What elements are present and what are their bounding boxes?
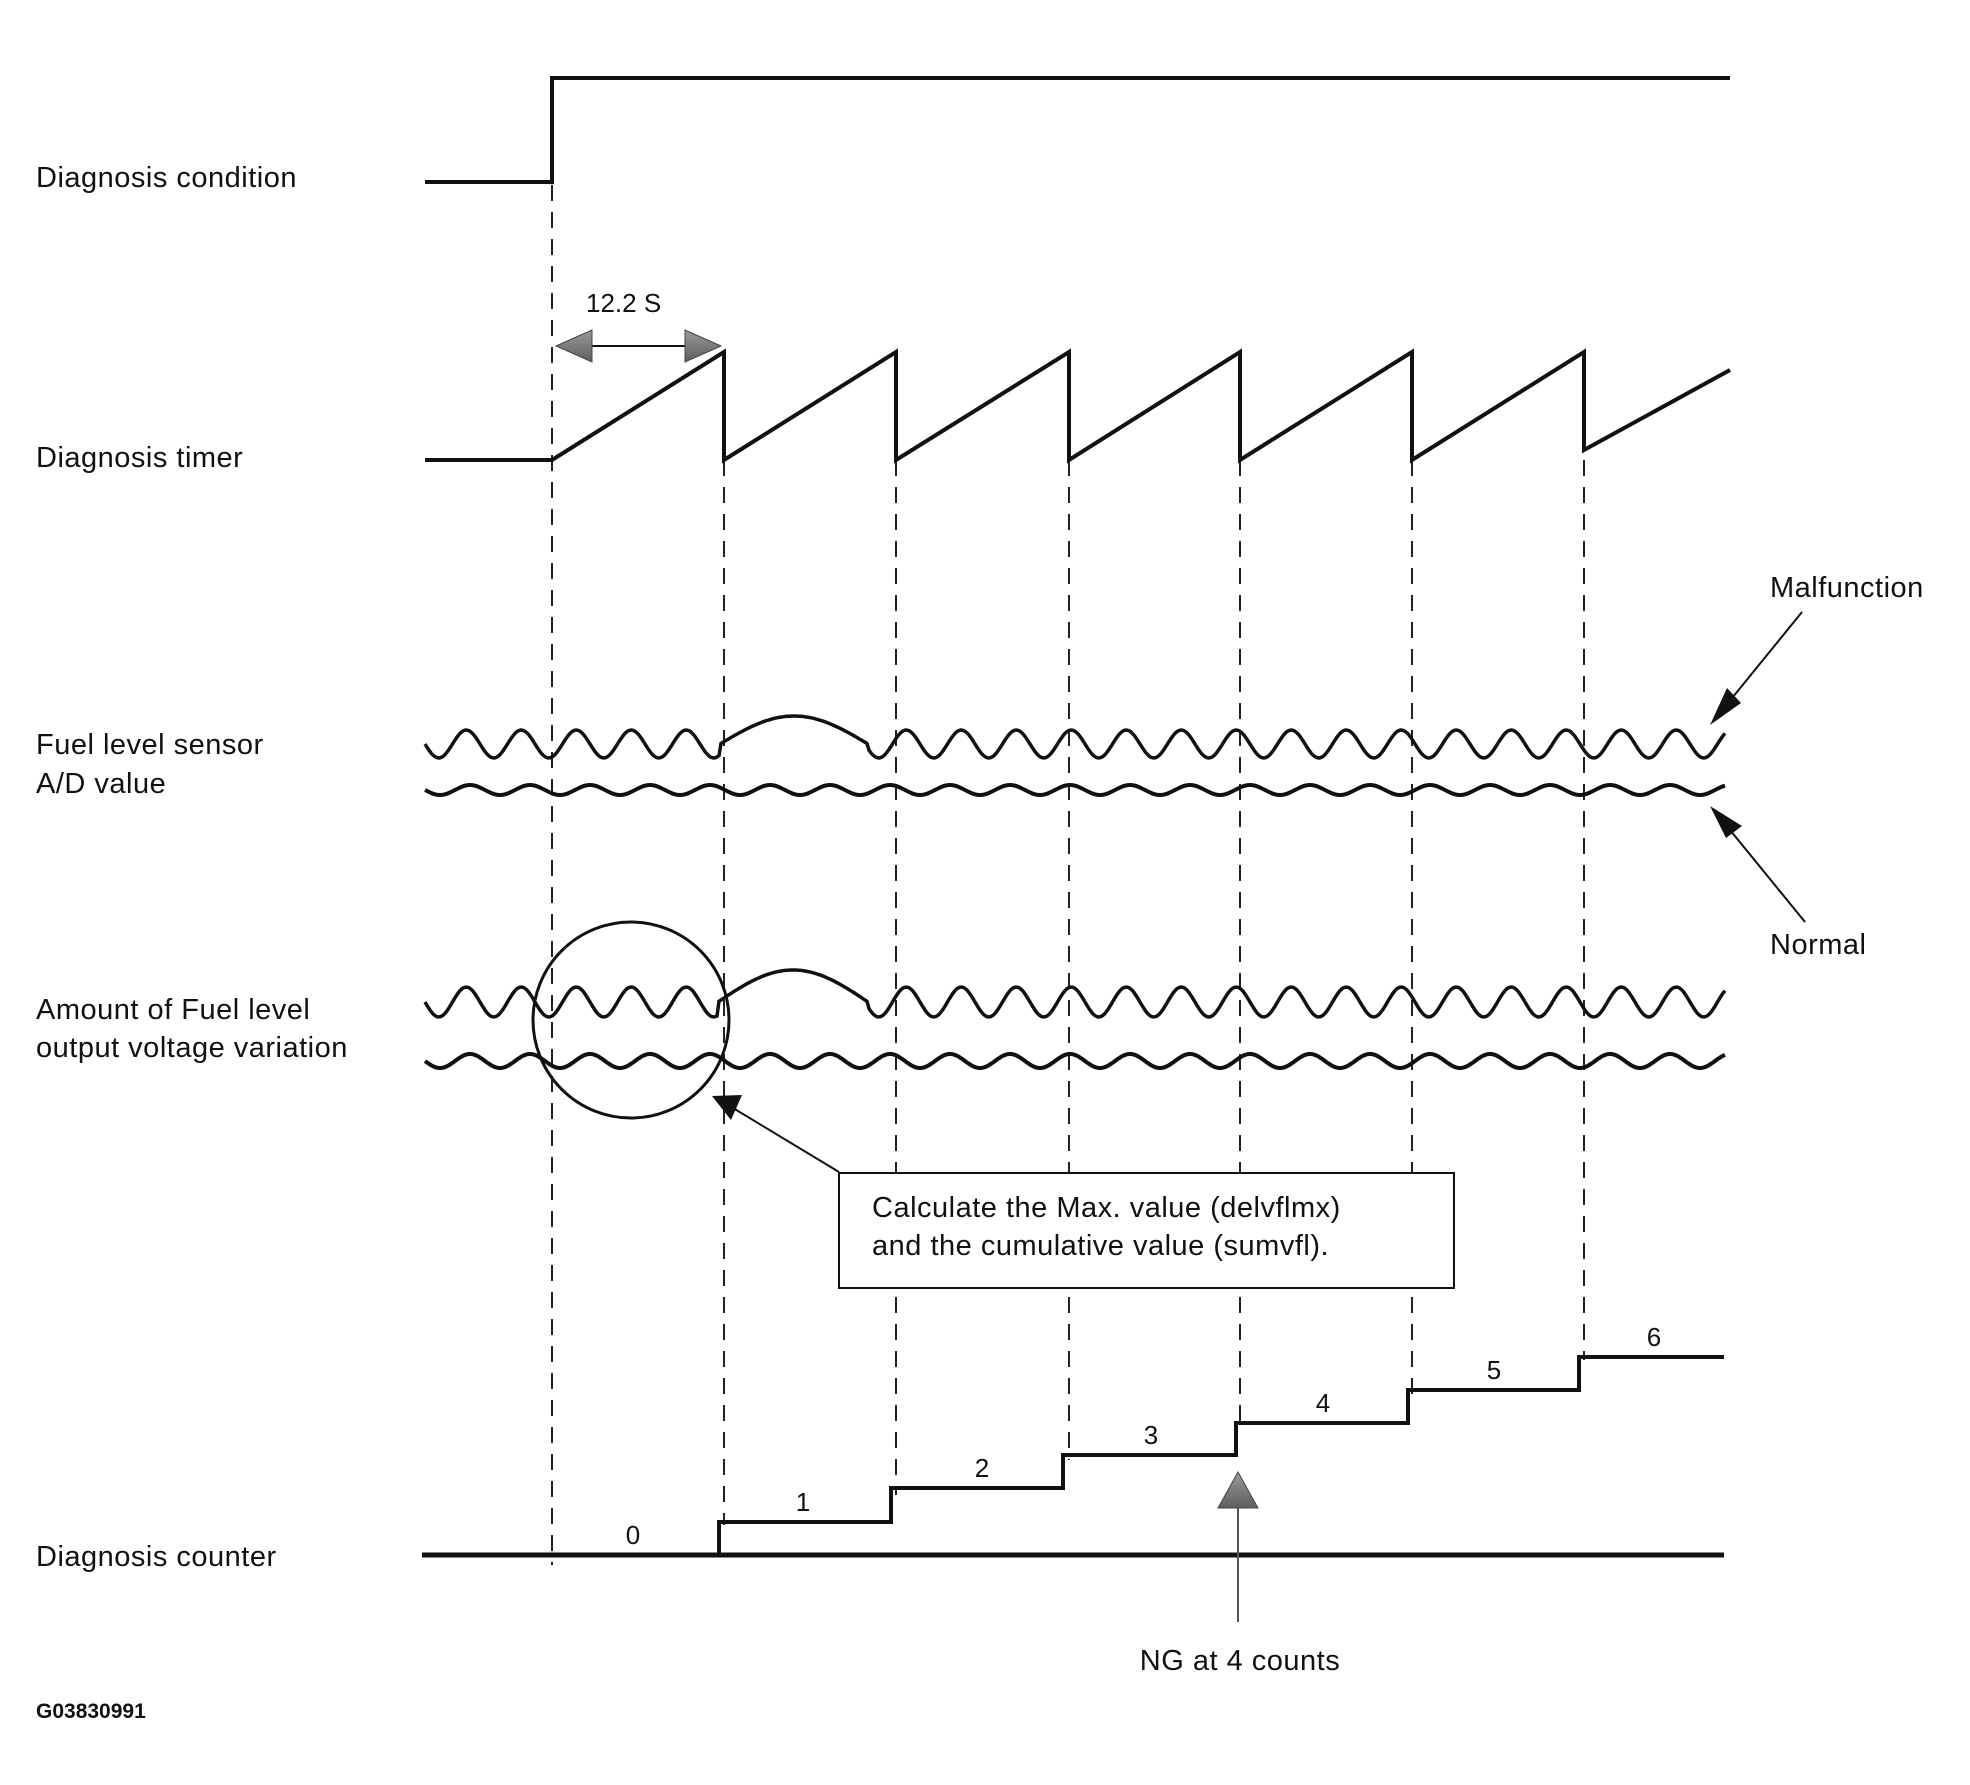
diagnosis-timer-signal xyxy=(425,348,1731,464)
counter-value-5: 5 xyxy=(1487,1355,1501,1385)
callout-arrowhead-icon xyxy=(712,1095,742,1120)
counter-value-2: 2 xyxy=(975,1453,989,1483)
counter-value-0: 0 xyxy=(626,1520,640,1550)
label-variation-line1: Amount of Fuel level xyxy=(36,994,310,1026)
ng-note: NG at 4 counts xyxy=(1140,1645,1340,1677)
legend-malfunction-label: Malfunction xyxy=(1770,572,1924,604)
variation-malfunction-wave xyxy=(423,968,1727,1019)
sensor-normal-wave xyxy=(424,783,1726,797)
counter-value-4: 4 xyxy=(1316,1388,1330,1418)
counter-staircase xyxy=(717,1355,1724,1555)
label-diagnosis-timer: Diagnosis timer xyxy=(36,442,243,474)
label-variation-line2: output voltage variation xyxy=(36,1032,348,1064)
callout-line2: and the cumulative value (sumvfl). xyxy=(872,1230,1329,1262)
legend-malfunction-pointer xyxy=(1727,611,1803,704)
label-fuel-sensor-line2: A/D value xyxy=(36,768,166,800)
measurement-window-circle xyxy=(531,920,731,1120)
sensor-malfunction-wave xyxy=(423,714,1727,760)
label-diagnosis-condition: Diagnosis condition xyxy=(36,162,297,194)
callout-pointer xyxy=(732,1107,840,1173)
timer-period-right-arrowhead-icon xyxy=(684,329,723,363)
legend-malfunction-arrowhead-icon xyxy=(1710,688,1741,725)
counter-value-1: 1 xyxy=(796,1487,810,1517)
label-diagnosis-counter: Diagnosis counter xyxy=(36,1541,277,1573)
timer-period-label: 12.2 S xyxy=(586,288,661,318)
counter-value-6: 6 xyxy=(1647,1322,1661,1352)
callout-box xyxy=(838,1172,1455,1289)
figure-code: G03830991 xyxy=(36,1700,146,1723)
legend-normal-arrowhead-icon xyxy=(1710,806,1742,838)
label-fuel-sensor-line1: Fuel level sensor xyxy=(36,729,264,761)
legend-normal-label: Normal xyxy=(1770,929,1866,961)
variation-normal-wave xyxy=(423,1052,1726,1070)
legend-normal-pointer xyxy=(1729,829,1806,923)
callout-line1: Calculate the Max. value (delvflmx) xyxy=(872,1192,1341,1224)
counter-value-3: 3 xyxy=(1144,1420,1158,1450)
timer-period-left-arrowhead-icon xyxy=(554,329,593,363)
ng-arrowhead-icon xyxy=(1217,1470,1259,1509)
diagnosis-condition-signal xyxy=(425,76,1730,184)
